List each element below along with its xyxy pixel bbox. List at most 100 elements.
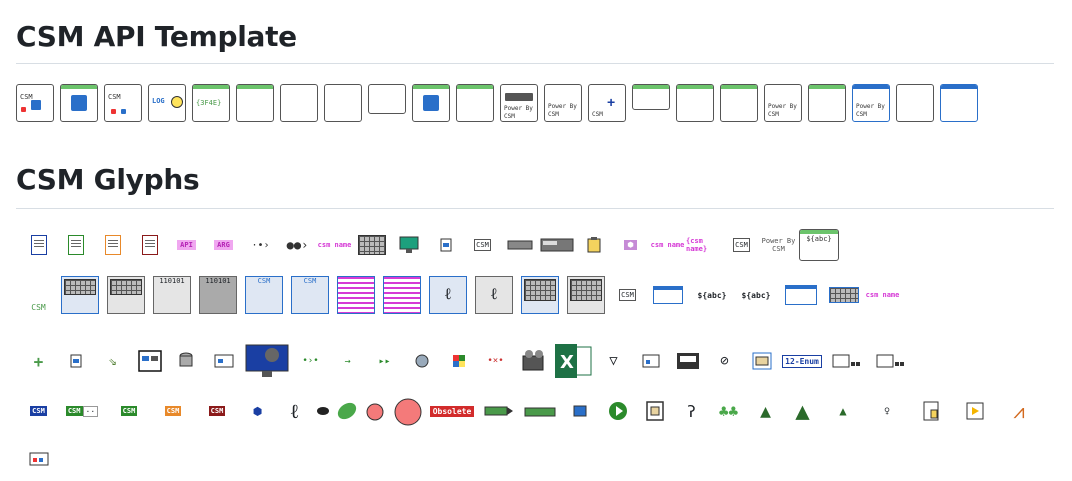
obsolete-icon[interactable]: Obsolete (426, 392, 478, 430)
search-csm-tile-icon[interactable]: CSM (241, 276, 287, 314)
link-icon[interactable]: ⇘ (108, 353, 117, 369)
template-tile[interactable]: CSM (16, 84, 54, 122)
csm-tools-icon[interactable]: CSM (619, 289, 636, 301)
pine-tree-icon[interactable]: ▲ (760, 400, 771, 422)
template-tile[interactable]: Power By CSM (852, 84, 890, 122)
abc-string-icon[interactable]: ${abc} (697, 290, 727, 300)
page-blue-icon[interactable] (57, 342, 94, 380)
binary-search-icon[interactable]: 110101 (149, 276, 195, 314)
template-tile[interactable] (676, 84, 714, 122)
dots-arrow-icon[interactable]: ·•› (251, 239, 270, 251)
binary-search-dark-icon[interactable]: 110101 (195, 276, 241, 314)
csm-doc-maroon-icon[interactable] (131, 226, 168, 264)
csm-purple-box-icon[interactable]: ⬢ (612, 226, 649, 264)
colored-dots-icon[interactable]: ●●› (286, 238, 309, 252)
table-tile-gray-icon[interactable] (563, 276, 609, 314)
dots-in-out-icon[interactable]: •›• (302, 356, 319, 366)
list-window-icon[interactable] (743, 342, 780, 380)
template-tile[interactable] (896, 84, 934, 122)
template-tile[interactable] (280, 84, 318, 122)
csm-navy-badge-icon[interactable]: CSM (30, 406, 47, 416)
progress-arrow-icon[interactable] (478, 392, 520, 430)
template-tile[interactable]: +CSM (588, 84, 626, 122)
green-leaf-icon[interactable] (333, 392, 361, 430)
template-tile[interactable]: Power By CSM (764, 84, 802, 122)
arrow-green-icon[interactable]: → (344, 355, 351, 367)
doc-edit-icon[interactable] (909, 392, 953, 430)
magenta-list-tile-icon[interactable] (379, 276, 425, 314)
screen-icon[interactable] (669, 342, 706, 380)
api-icon[interactable]: API (168, 226, 205, 264)
power-by-csm-icon[interactable]: Power By CSM (761, 237, 796, 253)
window-small-icon[interactable] (205, 342, 242, 380)
engine-icon[interactable] (514, 342, 551, 380)
db-icon[interactable] (403, 342, 440, 380)
wide-device-icon[interactable] (538, 226, 575, 264)
clipboard-icon[interactable] (575, 226, 612, 264)
hook-icon[interactable]: ℓ (289, 398, 300, 423)
template-tile[interactable]: LOG (148, 84, 186, 122)
hook-csm-tile-icon[interactable]: ℓ (425, 276, 471, 314)
grid-window-icon[interactable] (824, 276, 864, 314)
trees-icon[interactable]: ♣♣ (718, 401, 739, 421)
small-window-icon[interactable] (427, 226, 464, 264)
excel-icon[interactable]: X (551, 342, 595, 380)
table-tile-icon[interactable] (517, 276, 563, 314)
filter-icon[interactable]: ▽ (609, 353, 618, 369)
large-tree-icon[interactable]: ▲ (795, 397, 810, 425)
csm-orange-badge-icon[interactable]: CSM (164, 406, 182, 416)
window-icon[interactable] (778, 276, 824, 314)
window-icon[interactable] (646, 276, 690, 314)
csm-label-icon[interactable]: CSM (31, 302, 46, 312)
template-tile[interactable] (632, 84, 670, 110)
pin-icon[interactable]: ♀ (883, 405, 891, 417)
cylinder-icon[interactable] (168, 342, 205, 380)
csm-name-braced-icon[interactable]: {csm name} (686, 237, 708, 253)
monitor-gear-icon[interactable] (242, 342, 292, 380)
csm-maroon-badge-icon[interactable]: CSM (208, 406, 226, 416)
small-tree-icon[interactable]: ▲ (839, 404, 847, 418)
peach-icon[interactable] (389, 392, 426, 430)
ear-icon[interactable]: ʔ (686, 401, 697, 421)
csm-green-dots-badge-icon[interactable]: CSM·· (57, 392, 107, 430)
csm-doc-orange-icon[interactable] (94, 226, 131, 264)
csm-monitor-icon[interactable] (390, 226, 427, 264)
template-tile[interactable] (808, 84, 846, 122)
device-icon[interactable] (501, 226, 538, 264)
plus-icon[interactable]: + (33, 351, 44, 371)
template-tile[interactable] (456, 84, 494, 122)
small-peach-icon[interactable] (361, 392, 389, 430)
template-tile[interactable] (368, 84, 406, 114)
dark-leaf-icon[interactable] (313, 392, 333, 430)
grid-csm-tile-gray-icon[interactable] (103, 276, 149, 314)
csm-box-icon[interactable]: CSM (723, 226, 760, 264)
template-tile[interactable] (236, 84, 274, 122)
abc-string-icon[interactable]: ${abc} (741, 290, 771, 300)
list-dots-icon[interactable] (824, 342, 868, 380)
template-tile[interactable]: Power By CSM (500, 84, 538, 122)
search-csm-tile-icon[interactable]: CSM (287, 276, 333, 314)
list-dots-icon[interactable] (868, 342, 912, 380)
csm-name-hash-icon[interactable]: csm name (865, 291, 900, 299)
template-tile[interactable]: Power By CSM (544, 84, 582, 122)
window-dots-icon[interactable] (20, 440, 57, 478)
video-doc-icon[interactable] (953, 392, 997, 430)
grid-csm-tile-icon[interactable] (57, 276, 103, 314)
template-tile[interactable] (412, 84, 450, 122)
color-blocks-icon[interactable] (440, 342, 477, 380)
enum-icon[interactable]: 12-Enum (780, 342, 824, 380)
csm-doc-green-icon[interactable] (57, 226, 94, 264)
window-dot-icon[interactable] (632, 342, 669, 380)
panel-icon[interactable] (131, 342, 168, 380)
csm-doc-navy-icon[interactable] (20, 226, 57, 264)
csm-name-string-icon[interactable]: csm name (317, 241, 352, 249)
magenta-list-tile-icon[interactable] (333, 276, 379, 314)
template-tile[interactable]: {3F4E} (192, 84, 230, 122)
abc-frame-icon[interactable]: ${abc} (797, 226, 841, 264)
dots-x-icon[interactable]: •×• (487, 356, 504, 366)
double-arrow-icon[interactable]: ▸▸ (378, 355, 391, 367)
template-tile[interactable] (60, 84, 98, 122)
hidden-eye-icon[interactable]: ⊘ (720, 353, 729, 369)
template-tile[interactable]: CSM (104, 84, 142, 122)
template-tile[interactable] (720, 84, 758, 122)
